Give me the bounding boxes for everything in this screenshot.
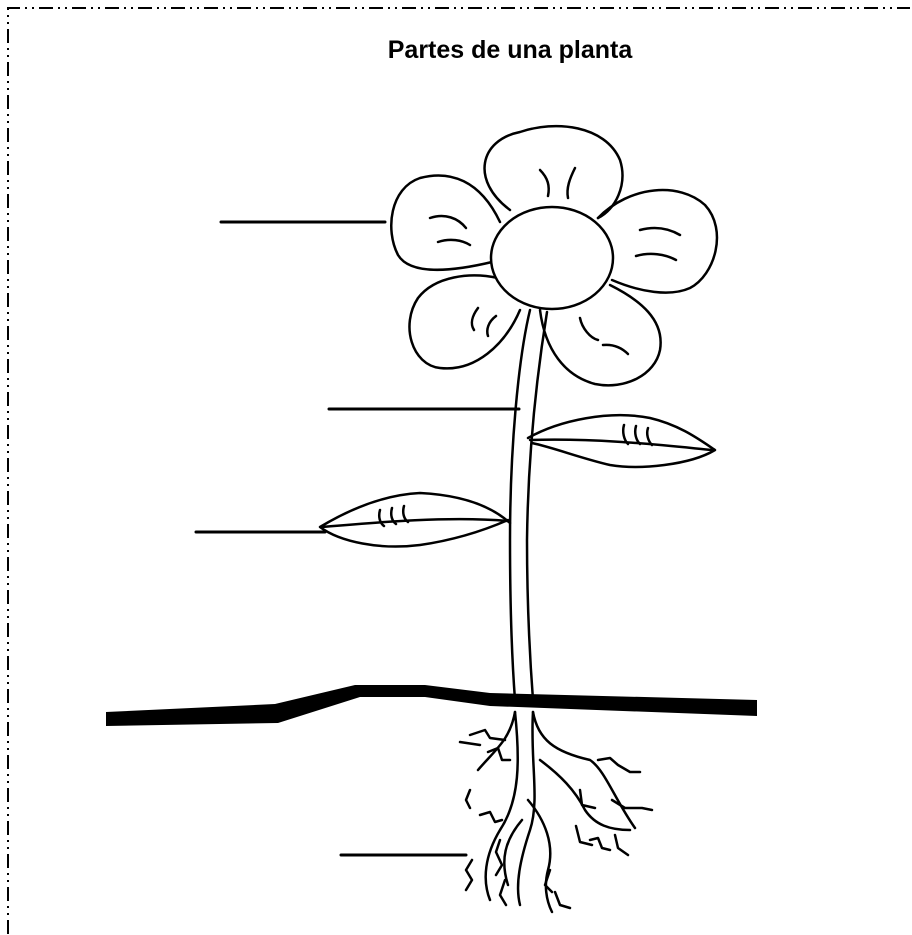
- page-title: Partes de una planta: [387, 36, 633, 64]
- leaf-right: [526, 413, 717, 469]
- ground-line: [106, 685, 757, 726]
- stem: [508, 308, 532, 702]
- petal-lower-right: [538, 283, 662, 387]
- flower-center: [489, 205, 615, 311]
- petal-upper-left: [390, 174, 502, 272]
- label-blanks: [194, 220, 521, 857]
- petal-top: [483, 124, 624, 220]
- petal-lower-left: [408, 274, 522, 370]
- petal-upper-right: [596, 188, 719, 294]
- petals: [390, 124, 719, 387]
- roots: [458, 710, 654, 914]
- leaf-left: [318, 491, 512, 548]
